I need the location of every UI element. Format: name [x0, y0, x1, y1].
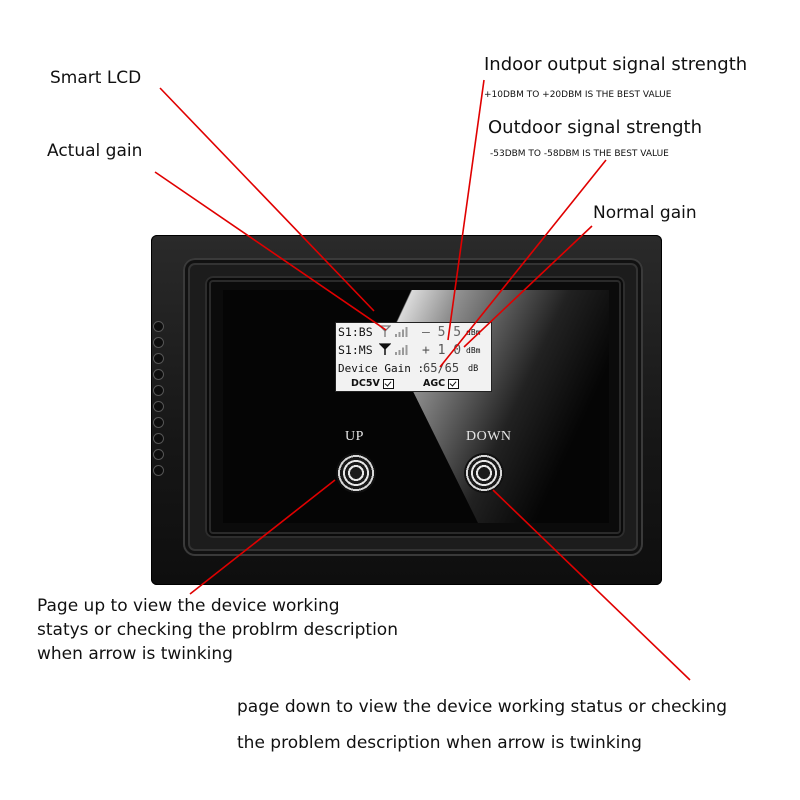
note-outdoor-signal: -53DBM TO -58DBM IS THE BEST VALUE	[490, 149, 669, 159]
label-smart-lcd: Smart LCD	[50, 68, 142, 88]
vent-hole	[153, 433, 164, 444]
lcd-row2-unit: dBm	[466, 346, 481, 355]
down-button-label: DOWN	[466, 429, 512, 444]
label-actual-gain: Actual gain	[47, 141, 143, 161]
status-dc5v: DC5V	[351, 378, 394, 389]
desc-page-down-line: the problem description when arrow is tw…	[237, 733, 642, 753]
desc-page-down-line: page down to view the device working sta…	[237, 697, 728, 717]
down-button[interactable]	[464, 453, 504, 493]
lcd-gain-value: 65/65	[423, 361, 460, 375]
label-outdoor-signal: Outdoor signal strength	[488, 117, 702, 138]
status-agc: AGC	[423, 378, 460, 389]
lcd-row1-value: — 5 5	[422, 325, 462, 340]
vent-hole	[153, 369, 164, 380]
lcd-row2-value: + 1 0	[422, 343, 462, 358]
checkbox-icon	[448, 378, 460, 389]
lcd-gain-label: Device Gain :	[338, 362, 425, 375]
status-dc5v-label: DC5V	[351, 378, 380, 389]
desc-page-up-line: statys or checking the problrm descripti…	[37, 620, 398, 640]
vent-hole	[153, 321, 164, 332]
signal-bars-icon	[395, 327, 408, 337]
up-button[interactable]	[336, 453, 376, 493]
antenna-icon	[379, 325, 391, 337]
status-agc-label: AGC	[423, 378, 446, 389]
vent-hole	[153, 353, 164, 364]
desc-page-down: page down to view the device working sta…	[237, 689, 797, 761]
lcd-status-bar: DC5V AGC	[335, 378, 490, 391]
label-normal-gain: Normal gain	[593, 203, 697, 223]
lcd-row1-unit: dBm	[466, 328, 481, 337]
antenna-icon	[379, 343, 391, 355]
vent-hole	[153, 401, 164, 412]
desc-page-up-line: when arrow is twinking	[37, 644, 233, 664]
lcd-gain-unit: dB	[468, 364, 479, 374]
checkbox-icon	[382, 378, 394, 389]
vent-hole	[153, 465, 164, 476]
vent-hole	[153, 337, 164, 348]
vent-hole	[153, 449, 164, 460]
lcd-row2-label: S1:MS	[338, 343, 373, 357]
note-indoor-output: +10DBM TO +20DBM IS THE BEST VALUE	[484, 90, 672, 100]
desc-page-up-line: Page up to view the device working	[37, 596, 340, 616]
signal-bars-icon	[395, 345, 408, 355]
vent-hole	[153, 417, 164, 428]
label-indoor-output: Indoor output signal strength	[484, 54, 748, 75]
up-button-label: UP	[345, 429, 364, 444]
desc-page-up: Page up to view the device working staty…	[37, 594, 457, 666]
lcd-row1-label: S1:BS	[338, 325, 373, 339]
vent-hole	[153, 385, 164, 396]
